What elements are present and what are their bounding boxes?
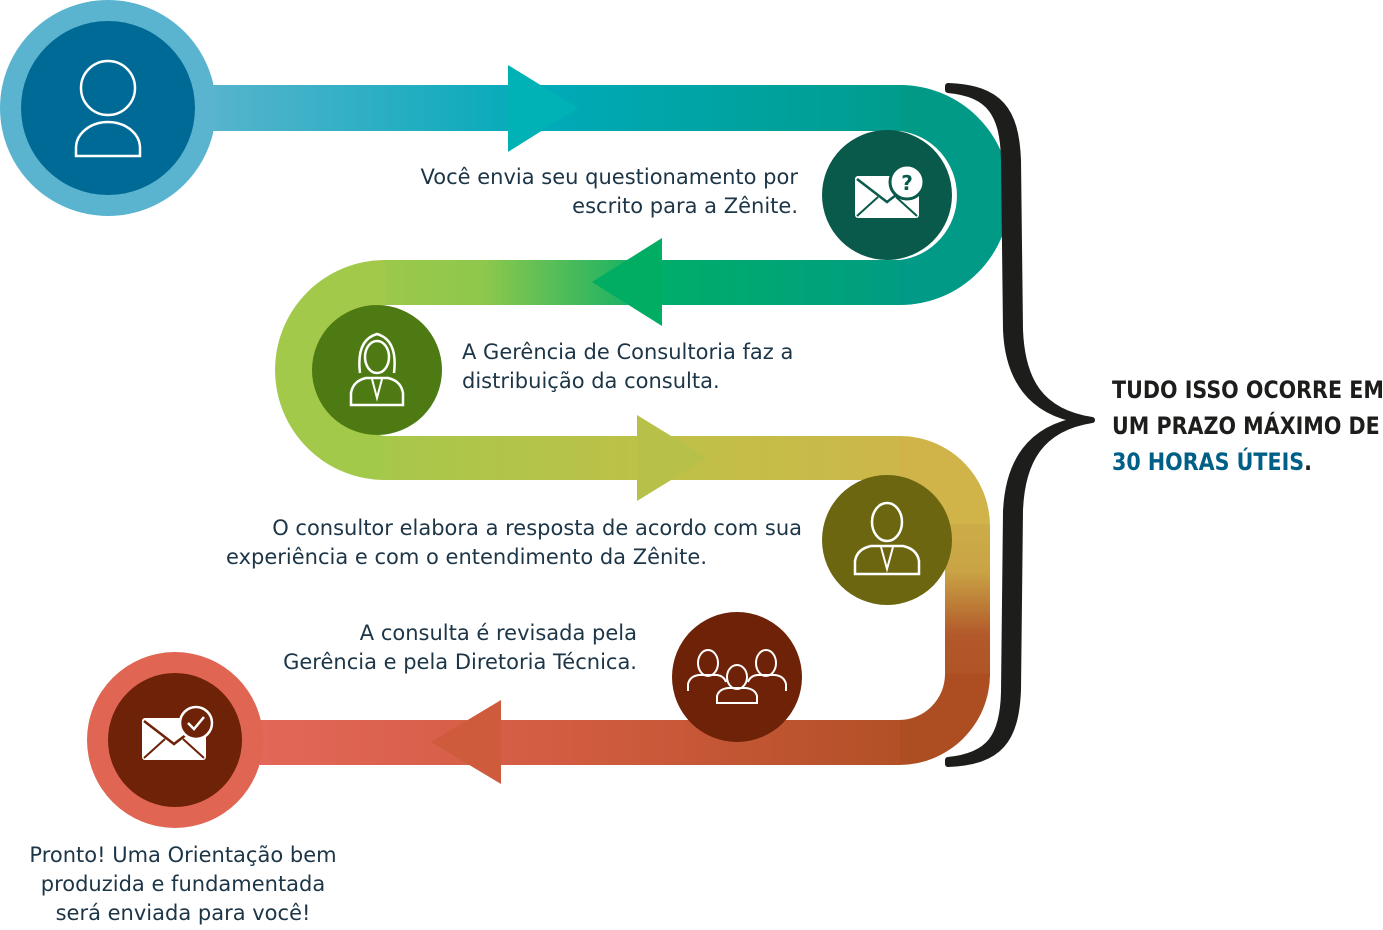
envelope-question-icon: ? <box>855 163 926 218</box>
arrow-left-2 <box>431 700 501 784</box>
step-1-line-1: Você envia seu questionamento por <box>420 165 798 189</box>
team-review-icon <box>687 649 787 704</box>
track-segment-vertical <box>945 524 990 676</box>
step-2-node <box>312 305 442 435</box>
track-curve-left <box>275 260 385 480</box>
summary-line-2: UM PRAZO MÁXIMO DE <box>1112 412 1380 440</box>
step-3-text: O consultor elabora a resposta de acordo… <box>150 514 802 572</box>
step-3-node <box>822 475 952 605</box>
step-5-line-2: produzida e fundamentada <box>40 872 326 896</box>
step-4-circle <box>672 612 802 742</box>
step-4-line-1: A consulta é revisada pela <box>359 621 637 645</box>
step-5-line-1: Pronto! Uma Orientação bem <box>29 843 337 867</box>
step-5-text: Pronto! Uma Orientação bem produzida e f… <box>0 841 366 928</box>
curly-brace <box>945 83 1095 767</box>
step-2-text: A Gerência de Consultoria faz a distribu… <box>462 338 882 396</box>
arrow-right-1 <box>508 65 578 152</box>
final-node <box>87 652 263 828</box>
summary-suffix: . <box>1304 448 1312 476</box>
step-3-line-2: experiência e com o entendimento da Zêni… <box>226 545 707 569</box>
summary-line-3: 30 HORAS ÚTEIS. <box>1112 444 1345 480</box>
flow-track <box>200 85 1010 765</box>
start-node <box>0 0 216 216</box>
step-1-line-2: escrito para a Zênite. <box>572 194 798 218</box>
user-icon <box>74 59 142 158</box>
step-1-text: Você envia seu questionamento por escrit… <box>300 163 798 221</box>
female-manager-icon <box>349 332 405 407</box>
deadline-summary: TUDO ISSO OCORRE EM UM PRAZO MÁXIMO DE 3… <box>1112 372 1383 480</box>
summary-highlight: 30 HORAS ÚTEIS <box>1112 448 1305 476</box>
step-5-line-3: será enviada para você! <box>55 901 311 925</box>
track-curve-right-2 <box>900 436 990 526</box>
step-4-text: A consulta é revisada pela Gerência e pe… <box>200 619 637 677</box>
envelope-check-icon <box>142 705 214 760</box>
track-curve-right-1 <box>900 85 1010 305</box>
step-2-circle <box>312 305 442 435</box>
step-4-node <box>672 612 802 742</box>
male-consultant-icon <box>853 501 921 576</box>
arrow-left-1 <box>592 238 662 326</box>
step-2-line-1: A Gerência de Consultoria faz a <box>462 340 794 364</box>
step-4-line-2: Gerência e pela Diretoria Técnica. <box>283 650 637 674</box>
svg-text:?: ? <box>901 171 913 195</box>
step-3-line-1: O consultor elabora a resposta de acordo… <box>272 516 802 540</box>
track-segment-bottom <box>230 720 900 765</box>
summary-line-1: TUDO ISSO OCORRE EM <box>1112 376 1383 404</box>
step-1-node: ? <box>822 130 952 260</box>
start-inner-circle <box>21 21 195 195</box>
track-curve-right-3 <box>899 674 990 765</box>
arrow-right-2 <box>637 415 707 501</box>
step-2-line-2: distribuição da consulta. <box>462 369 720 393</box>
